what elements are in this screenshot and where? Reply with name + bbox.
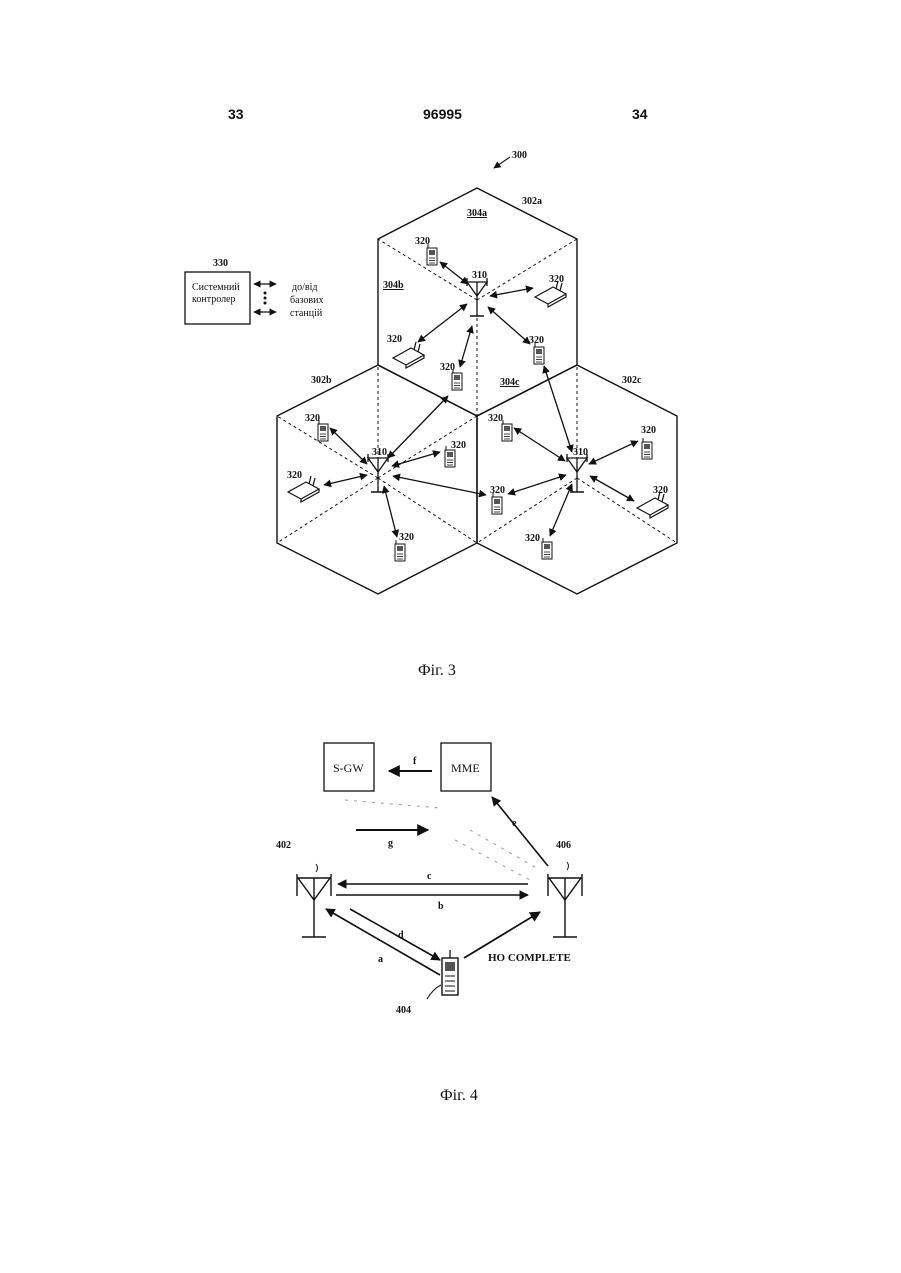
msg-e-arrow bbox=[492, 797, 548, 866]
bs-b-ref: 310 bbox=[372, 447, 387, 458]
sector-304c-label: 304c bbox=[500, 377, 520, 388]
figure-4: S-GW MME f g 402 bbox=[276, 743, 582, 1016]
base-station-icon bbox=[467, 278, 487, 316]
system-ref-label: 300 bbox=[512, 150, 527, 161]
cell-302c-label: 302c bbox=[622, 375, 642, 386]
mme-label: MME bbox=[451, 761, 480, 775]
terminal-ref: 320 bbox=[387, 334, 402, 345]
terminal-ref: 320 bbox=[549, 274, 564, 285]
target-bs-406 bbox=[548, 862, 582, 937]
laptop-icon bbox=[393, 342, 424, 368]
controller-ref-label: 330 bbox=[213, 258, 228, 269]
system-ref-arrow bbox=[494, 157, 510, 168]
msg-a-arrow bbox=[326, 909, 440, 975]
figure-4-caption: Фіг. 4 bbox=[440, 1087, 478, 1105]
phone-icon bbox=[395, 540, 405, 561]
sgw-label: S-GW bbox=[333, 761, 364, 775]
to-from-line3: станцій bbox=[290, 308, 323, 319]
msg-f-label: f bbox=[413, 756, 417, 767]
ue-ref: 404 bbox=[396, 1005, 411, 1016]
terminal-ref: 320 bbox=[529, 335, 544, 346]
controller-line1: Системний bbox=[192, 282, 240, 293]
terminal-ref: 320 bbox=[641, 425, 656, 436]
source-bs-402 bbox=[297, 864, 331, 937]
msg-g-label: g bbox=[388, 838, 393, 849]
terminal-ref: 320 bbox=[287, 470, 302, 481]
msg-e-label: e bbox=[512, 818, 517, 829]
terminal-ref: 320 bbox=[415, 236, 430, 247]
terminal-ref: 320 bbox=[440, 362, 455, 373]
sector-304a-label: 304a bbox=[467, 208, 487, 219]
controller-line2: контролер bbox=[192, 294, 236, 305]
figure-3: 300 304a 302a 304b 304c 302b 302c 330 bbox=[185, 150, 677, 594]
ue-404-icon bbox=[442, 950, 458, 995]
base-station-icon bbox=[368, 454, 388, 492]
cell-302b-label: 302b bbox=[311, 375, 332, 386]
terminal-ref: 320 bbox=[399, 532, 414, 543]
terminal-ref: 320 bbox=[653, 485, 668, 496]
cell-302b bbox=[277, 365, 477, 594]
msg-b-label: b bbox=[438, 901, 444, 912]
faint-traces bbox=[345, 800, 540, 880]
target-bs-ref: 406 bbox=[556, 840, 571, 851]
phone-icon bbox=[642, 438, 652, 459]
phone-icon bbox=[534, 343, 544, 364]
terminal-ref: 320 bbox=[488, 413, 503, 424]
cell-302a-label: 302a bbox=[522, 196, 542, 207]
msg-a-label: a bbox=[378, 954, 383, 965]
terminal-ref: 320 bbox=[490, 485, 505, 496]
to-from-line2: базових bbox=[290, 295, 324, 306]
bs-c-ref: 310 bbox=[573, 447, 588, 458]
msg-d-arrow bbox=[350, 909, 440, 960]
base-station-icon bbox=[567, 454, 587, 492]
phone-icon bbox=[542, 538, 552, 559]
terminal-ref: 320 bbox=[451, 440, 466, 451]
ho-complete-label: HO COMPLETE bbox=[488, 952, 571, 964]
sector-304b-label: 304b bbox=[383, 280, 404, 291]
figure-3-caption: Фіг. 3 bbox=[418, 662, 456, 680]
source-bs-ref: 402 bbox=[276, 840, 291, 851]
terminal-ref: 320 bbox=[305, 413, 320, 424]
to-from-line1: до/від bbox=[292, 282, 317, 293]
msg-d-label: d bbox=[398, 930, 404, 941]
terminal-ref: 320 bbox=[525, 533, 540, 544]
msg-c-label: c bbox=[427, 871, 432, 882]
phone-icon bbox=[427, 244, 437, 265]
radio-links bbox=[324, 262, 638, 537]
phone-icon bbox=[502, 420, 512, 441]
phone-icon bbox=[492, 493, 502, 514]
bs-a-ref: 310 bbox=[472, 270, 487, 281]
